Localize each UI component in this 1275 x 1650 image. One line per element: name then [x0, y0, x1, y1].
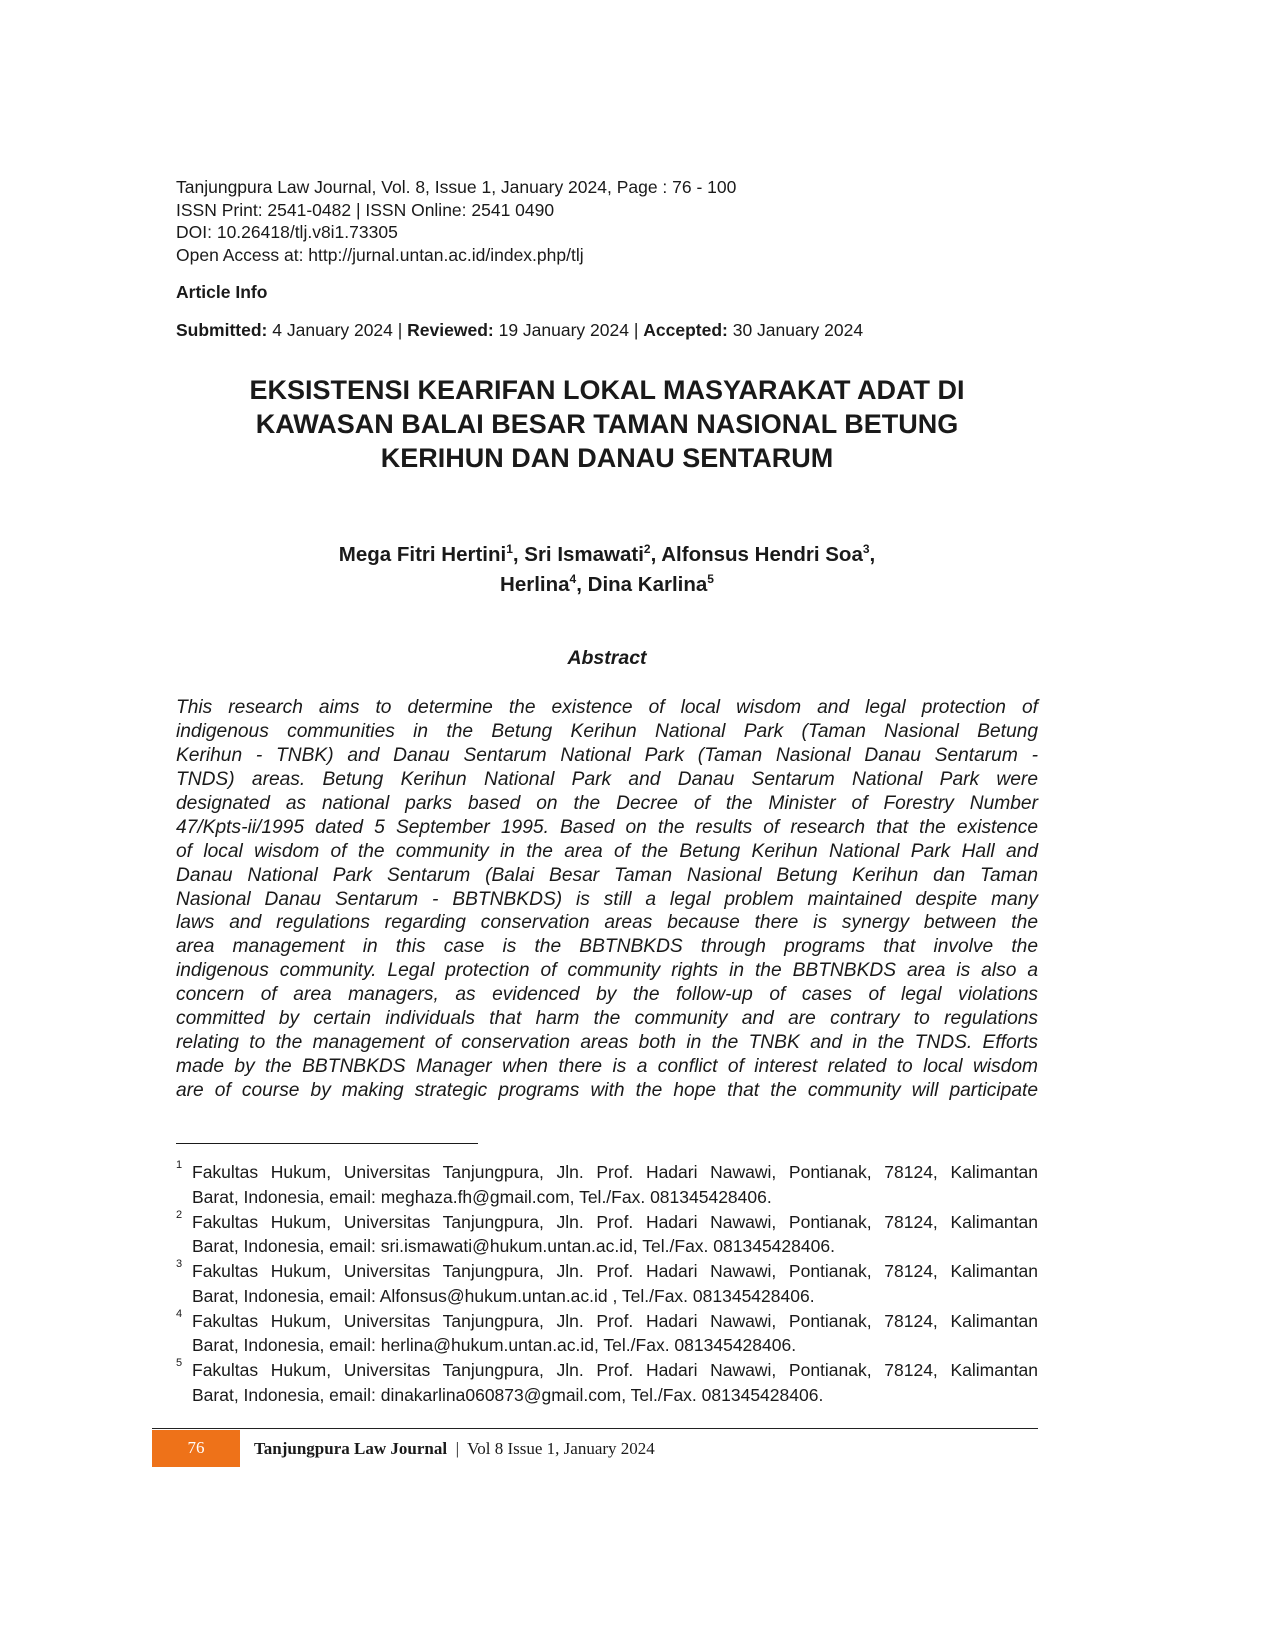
- doi-line: DOI: 10.26418/tlj.v8i1.73305: [176, 222, 398, 242]
- footnote-text: Fakultas Hukum, Universitas Tanjungpura,…: [192, 1211, 1038, 1232]
- abstract-line: Kerihun - TNBK) and Danau Sentarum Natio…: [176, 744, 1038, 766]
- article-info-heading: Article Info: [176, 282, 268, 302]
- abstract-line: Nasional Danau Sentarum - BBTNBKDS) is s…: [176, 888, 1038, 910]
- abstract-heading: Abstract: [567, 647, 647, 669]
- footnote-text: Barat, Indonesia, email: dinakarlina0608…: [192, 1384, 824, 1405]
- footnote-text: Fakultas Hukum, Universitas Tanjungpura,…: [192, 1310, 1038, 1331]
- footnote-text: Barat, Indonesia, email: sri.ismawati@hu…: [192, 1236, 835, 1256]
- abstract-line: This research aims to determine the exis…: [176, 697, 1038, 718]
- author-name: Mega Fitri Hertini: [338, 543, 507, 566]
- footnote: 2 Fakultas Hukum, Universitas Tanjungpur…: [176, 1209, 1038, 1259]
- author-list: Mega Fitri Hertini1, Sri Ismawati2, Alfo…: [176, 540, 1038, 600]
- footnote: 3 Fakultas Hukum, Universitas Tanjungpur…: [176, 1258, 1038, 1308]
- footnote-number: 1: [176, 1159, 183, 1171]
- footnote-text: Barat, Indonesia, email: meghaza.fh@gmai…: [192, 1186, 772, 1207]
- article-title: EKSISTENSI KEARIFAN LOKAL MASYARAKAT ADA…: [176, 373, 1038, 475]
- submitted-date: 4 January 2024 |: [267, 320, 408, 340]
- footnote-number: 3: [176, 1258, 183, 1270]
- abstract-line: TNDS) areas. Betung Kerihun National Par…: [176, 768, 1038, 790]
- issn-line: ISSN Print: 2541-0482 | ISSN Online: 254…: [176, 199, 555, 220]
- abstract-line: Danau National Park Sentarum (Balai Besa…: [176, 864, 1038, 886]
- open-access-line: Open Access at: http://jurnal.untan.ac.i…: [176, 244, 584, 265]
- author-affiliation-mark: 2: [643, 542, 651, 557]
- title-line: KERIHUN DAN DANAU SENTARUM: [380, 443, 834, 473]
- abstract-line: laws and regulations regarding conservat…: [176, 912, 1038, 934]
- abstract-line: area management in this case is the BBTN…: [176, 936, 1038, 958]
- journal-name: Tanjungpura Law Journal: [254, 1439, 448, 1458]
- running-footer: Tanjungpura Law Journal | Vol 8 Issue 1,…: [254, 1439, 655, 1459]
- abstract-line: relating to the management of conservati…: [176, 1032, 1038, 1054]
- author-affiliation-mark: 5: [707, 572, 714, 587]
- submitted-label: Submitted:: [176, 320, 268, 340]
- abstract-line: committed by certain individuals that ha…: [176, 1008, 1038, 1030]
- abstract-line: designated as national parks based on th…: [176, 792, 1038, 814]
- journal-citation: Tanjungpura Law Journal, Vol. 8, Issue 1…: [176, 177, 737, 197]
- abstract-line: made by the BBTNBKDS Manager when there …: [176, 1056, 1038, 1078]
- author-name: Alfonsus Hendri Soa: [661, 543, 863, 566]
- footnote-text: Fakultas Hukum, Universitas Tanjungpura,…: [192, 1360, 1038, 1380]
- title-line: EKSISTENSI KEARIFAN LOKAL MASYARAKAT ADA…: [249, 375, 965, 405]
- authors-line-2: Herlina4, Dina Karlina5: [176, 570, 1038, 600]
- author-separator: ,: [650, 543, 662, 566]
- article-dates: Submitted: 4 January 2024 | Reviewed: 19…: [176, 320, 863, 341]
- accepted-label: Accepted:: [643, 320, 728, 340]
- footnote-text: Barat, Indonesia, email: herlina@hukum.u…: [192, 1335, 797, 1355]
- author-name: Dina Karlina: [587, 573, 708, 596]
- author-name: Herlina: [500, 573, 570, 596]
- abstract-line: of local wisdom of the community in the …: [176, 840, 1038, 862]
- abstract-line: indigenous community. Legal protection o…: [176, 960, 1038, 982]
- author-affiliation-mark: 1: [506, 542, 513, 557]
- footnote-number: 4: [176, 1307, 183, 1320]
- author-separator: ,: [576, 573, 588, 596]
- footnote: 1 Fakultas Hukum, Universitas Tanjungpur…: [176, 1159, 1038, 1209]
- abstract-line: 47/Kpts-ii/1995 dated 5 September 1995. …: [176, 816, 1038, 838]
- footnote-number: 2: [176, 1208, 183, 1221]
- footer-rule: [152, 1428, 1038, 1429]
- reviewed-label: Reviewed:: [407, 320, 494, 340]
- abstract-line: concern of area managers, as evidenced b…: [176, 984, 1038, 1006]
- footnote-number: 5: [176, 1357, 183, 1369]
- footnote-text: Fakultas Hukum, Universitas Tanjungpura,…: [192, 1162, 1038, 1182]
- issue-info: | Vol 8 Issue 1, January 2024: [447, 1439, 655, 1458]
- author-affiliation-mark: 4: [569, 572, 577, 587]
- author-separator: ,: [869, 543, 876, 566]
- author-separator: ,: [512, 543, 525, 566]
- abstract-line: indigenous communities in the Betung Ker…: [176, 720, 1038, 742]
- accepted-date: 30 January 2024: [727, 320, 864, 340]
- footnote-text: Fakultas Hukum, Universitas Tanjungpura,…: [192, 1261, 1038, 1281]
- author-name: Sri Ismawati: [524, 543, 644, 566]
- footnote: 5 Fakultas Hukum, Universitas Tanjungpur…: [176, 1357, 1038, 1407]
- author-affiliation-mark: 3: [862, 542, 870, 557]
- journal-header: Tanjungpura Law Journal, Vol. 8, Issue 1…: [176, 176, 736, 266]
- footnote-text: Barat, Indonesia, email: Alfonsus@hukum.…: [192, 1285, 815, 1306]
- abstract-line: are of course by making strategic progra…: [176, 1080, 1038, 1101]
- page-number-badge: 76: [152, 1430, 240, 1467]
- title-line: KAWASAN BALAI BESAR TAMAN NASIONAL BETUN…: [255, 409, 959, 439]
- footnote-separator: [176, 1143, 478, 1144]
- authors-line-1: Mega Fitri Hertini1, Sri Ismawati2, Alfo…: [176, 540, 1038, 570]
- footnotes: 1 Fakultas Hukum, Universitas Tanjungpur…: [176, 1159, 1038, 1408]
- footnote: 4 Fakultas Hukum, Universitas Tanjungpur…: [176, 1308, 1038, 1358]
- abstract-body: This research aims to determine the exis…: [176, 696, 1038, 1103]
- reviewed-date: 19 January 2024 |: [493, 320, 644, 340]
- page-number: 76: [187, 1438, 205, 1457]
